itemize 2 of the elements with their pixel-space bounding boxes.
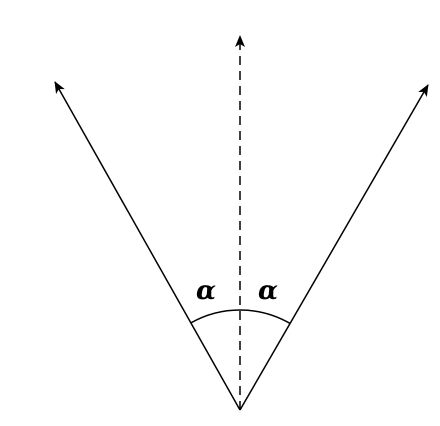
angle-label: α <box>196 278 216 304</box>
angle-label: α <box>258 278 278 304</box>
